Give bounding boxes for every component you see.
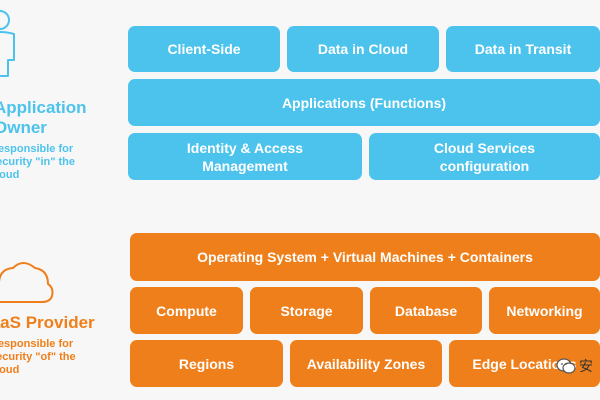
watermark-text: 安 bbox=[579, 359, 593, 375]
layer-client-side: Client-Side bbox=[128, 26, 280, 72]
layer-availability-zones: Availability Zones bbox=[290, 340, 442, 387]
layer-applications: Applications (Functions) bbox=[128, 79, 600, 126]
provider-description: Responsible for security "of" the cloud bbox=[0, 338, 76, 376]
layer-regions: Regions bbox=[130, 340, 283, 387]
layer-database: Database bbox=[370, 287, 482, 334]
cloud-icon bbox=[0, 262, 54, 303]
provider-title: IaaS Provider bbox=[0, 313, 95, 332]
layer-os-vm-containers: Operating System + Virtual Machines + Co… bbox=[130, 233, 600, 281]
layer-data-in-cloud: Data in Cloud bbox=[287, 26, 439, 72]
wechat-icon bbox=[556, 358, 576, 374]
owner-title: Application Owner bbox=[0, 98, 87, 137]
owner-description: Responsible for security "in" the cloud bbox=[0, 143, 76, 181]
layer-networking: Networking bbox=[489, 287, 600, 334]
layer-storage: Storage bbox=[250, 287, 363, 334]
layer-compute: Compute bbox=[130, 287, 243, 334]
layer-cloud-services: Cloud Services configuration bbox=[369, 133, 600, 180]
person-icon bbox=[0, 10, 15, 77]
layer-data-in-transit: Data in Transit bbox=[446, 26, 600, 72]
layer-identity-access: Identity & Access Management bbox=[128, 133, 362, 180]
watermark: 安 bbox=[556, 353, 600, 379]
